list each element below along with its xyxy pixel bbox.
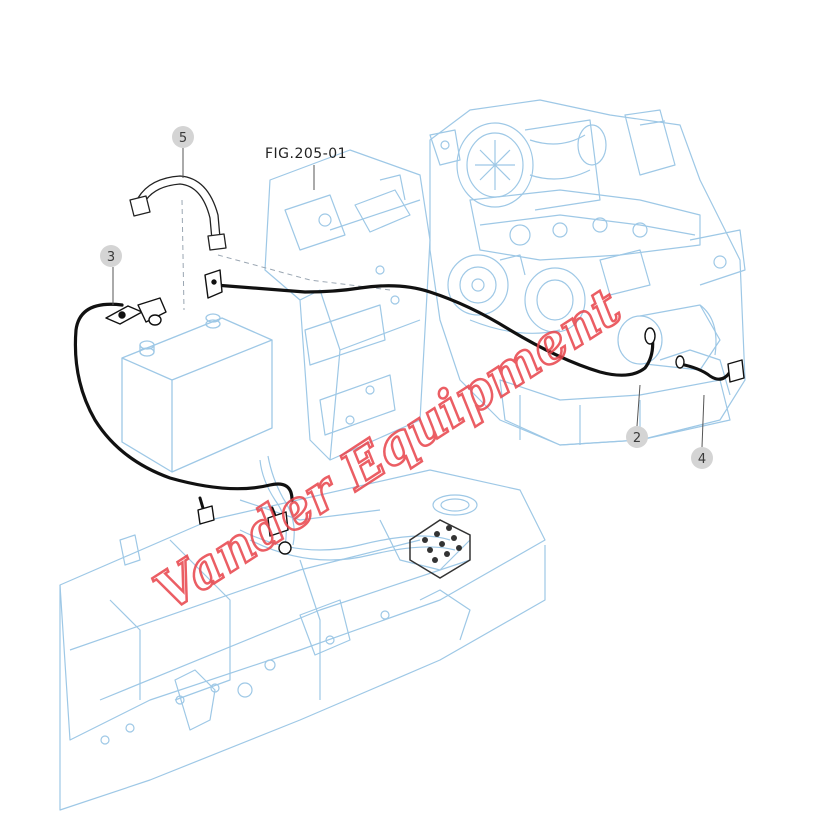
engine — [429, 99, 746, 446]
callout-5-number: 5 — [179, 131, 187, 146]
figure-label: FIG.205-01 — [265, 146, 347, 162]
battery-strap — [129, 175, 227, 251]
watermark: Vander Equipment — [143, 275, 633, 624]
callout-3: 3 — [100, 245, 122, 267]
ground-cable — [678, 362, 732, 381]
battery-post-positive — [205, 319, 221, 329]
hidden-lines — [181, 199, 391, 311]
callout-4: 4 — [691, 447, 713, 469]
bulkhead-panel — [264, 149, 431, 461]
starter-cable — [213, 283, 655, 377]
callout-2-number: 2 — [633, 431, 641, 446]
callout-2: 2 — [626, 426, 648, 448]
control-block — [409, 519, 471, 579]
leader-lines — [112, 148, 705, 448]
cable-terminals — [105, 269, 745, 555]
cables — [73, 283, 732, 530]
battery-cable-positive — [73, 302, 294, 502]
chassis-frame — [59, 455, 546, 811]
callout-4-number: 4 — [698, 452, 706, 467]
callout-3-number: 3 — [107, 250, 115, 265]
callout-5: 5 — [172, 126, 194, 148]
battery — [121, 313, 273, 473]
watermark-text: Vander Equipment — [144, 277, 632, 623]
